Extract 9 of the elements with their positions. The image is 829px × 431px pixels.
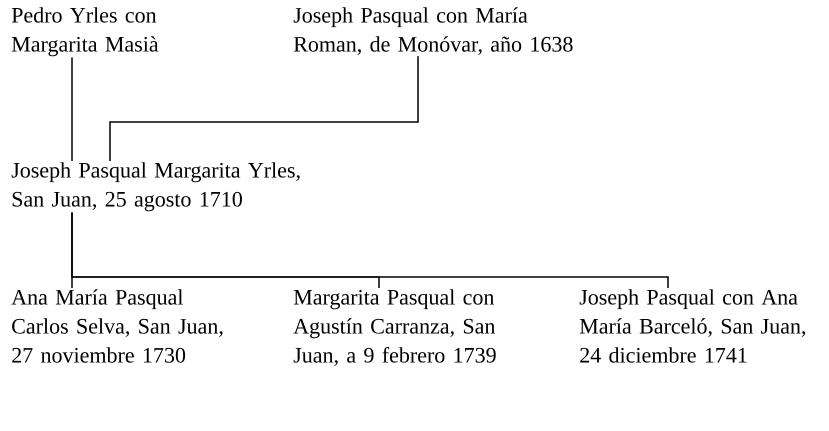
connector-line — [71, 212, 669, 288]
person-entry: Joseph Pasqual con Ana María Barceló, San Juan, 24 diciembre 1741 — [580, 289, 806, 363]
person-entry: Pedro Yrles con Margarita Masià — [12, 7, 158, 56]
person-entry: Margarita Pasqual con Agustín Carranza, San Juan, a 9 febrero 1739 — [293, 289, 496, 366]
person-entry: Joseph Pasqual Margarita Yrles, San Juan, 25 agosto 1710 — [12, 162, 300, 212]
person-entry: Joseph Pasqual con María Roman, de Monóvar, año 1638 — [294, 7, 573, 55]
connector-line — [109, 56, 419, 161]
person-entry: Ana María Pasqual Carlos Selva, San Juan, 27 noviembre 1730 — [11, 289, 222, 363]
connector-line — [71, 57, 73, 161]
